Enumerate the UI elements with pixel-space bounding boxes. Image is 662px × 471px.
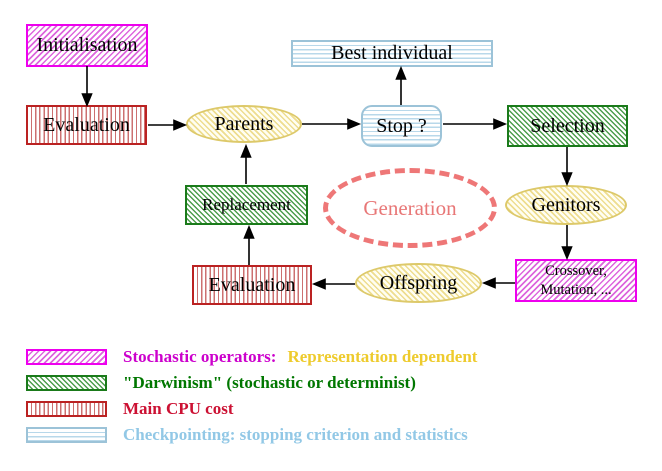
node-replacement-label: Replacement [202,195,291,214]
legend-label-checkpointing: Checkpointing: stopping criterion and st… [123,425,468,444]
legend-label-representation-dependent: Representation dependent [287,347,478,366]
node-evaluation-bottom: Evaluation [192,265,312,305]
node-best-individual: Best individual [291,40,493,67]
node-parents-label: Parents [214,112,274,135]
legend-swatch-red-stripes [26,401,107,417]
node-mutation-label: Mutation, ... [540,281,612,298]
legend-swatch-cyan-stripes [26,427,107,443]
generation-label: Generation [363,195,457,220]
node-crossover-mutation: Crossover, Mutation, ... [515,259,637,302]
node-evaluation-top: Evaluation [26,105,147,145]
node-parents: Parents [186,105,302,143]
node-replacement: Replacement [185,185,308,225]
node-initialisation: Initialisation [26,24,148,67]
legend-label-stochastic-operators: Stochastic operators: [123,347,277,366]
node-evaluation-top-label: Evaluation [43,113,130,136]
node-stop: Stop ? [361,105,442,147]
legend-row-main-cpu-cost: Main CPU cost [26,399,233,419]
node-crossover-label: Crossover, [545,263,607,280]
legend-swatch-magenta-hatch [26,349,107,365]
legend-row-checkpointing: Checkpointing: stopping criterion and st… [26,425,468,445]
node-initialisation-label: Initialisation [36,34,138,56]
legend-swatch-green-hatch [26,375,107,391]
node-best-individual-label: Best individual [331,42,453,64]
node-genitors-label: Genitors [531,193,601,216]
node-selection: Selection [507,105,628,147]
legend-label-darwinism: "Darwinism" (stochastic or determinist) [123,373,416,392]
node-offspring-label: Offspring [379,271,458,294]
node-evaluation-bottom-label: Evaluation [208,273,296,296]
generation-cycle-ellipse: Generation [323,168,497,248]
node-offspring: Offspring [355,263,482,303]
legend-row-stochastic-operators: Stochastic operators: Representation dep… [26,347,477,367]
node-selection-label: Selection [530,114,605,137]
legend-label-main-cpu-cost: Main CPU cost [123,399,234,418]
node-genitors: Genitors [505,185,627,225]
node-stop-label: Stop ? [376,114,427,137]
legend-row-darwinism: "Darwinism" (stochastic or determinist) [26,373,416,393]
